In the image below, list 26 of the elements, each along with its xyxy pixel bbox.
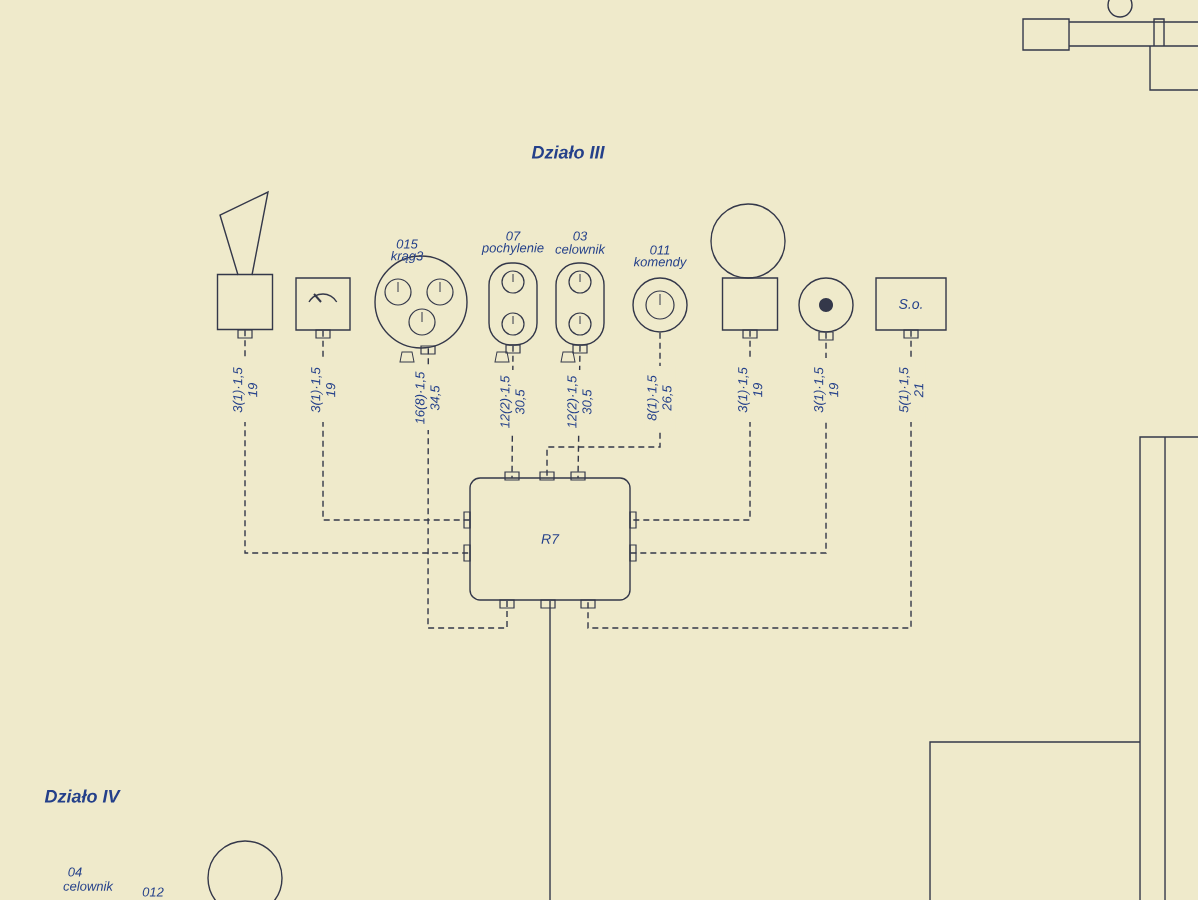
device-label: 03 celownik: [555, 231, 606, 254]
edge-label: 3(1)·1,5 19: [735, 358, 765, 422]
speaker-box: [216, 190, 274, 339]
edge-label: 3(1)·1,5 19: [811, 358, 841, 422]
cable-line: [549, 600, 551, 900]
cable-line: [587, 330, 912, 629]
title: Działo III: [531, 145, 605, 159]
device-label: 011 komendy: [633, 245, 688, 270]
label-text: 012: [142, 887, 164, 897]
junction-box: R7: [463, 471, 637, 609]
label-text: celownik: [63, 881, 114, 891]
section-heading: Działo IV: [44, 789, 121, 803]
cable-line: [244, 329, 471, 554]
edge-label: 12(2)·1,5 30,5: [564, 370, 596, 434]
edge-label: 16(8)·1,5 34,5: [412, 366, 444, 430]
label-text: 04: [68, 867, 82, 877]
edge-label: 3(1)·1,5 19: [308, 358, 338, 422]
edge-label: 8(1)·1,5 26,5: [644, 366, 676, 430]
lamp-box: [710, 203, 786, 339]
edge-label: 12(2)·1,5 30,5: [497, 370, 529, 434]
device-label: 07 pochylenie: [481, 231, 544, 256]
edge-label: 5(1)·1,5 21: [896, 358, 926, 422]
signal-lamp: [798, 277, 854, 341]
edge-label: 3(1)·1,5 19: [230, 358, 260, 422]
device-box: S.o.: [875, 277, 947, 339]
meter-box: [295, 277, 351, 339]
